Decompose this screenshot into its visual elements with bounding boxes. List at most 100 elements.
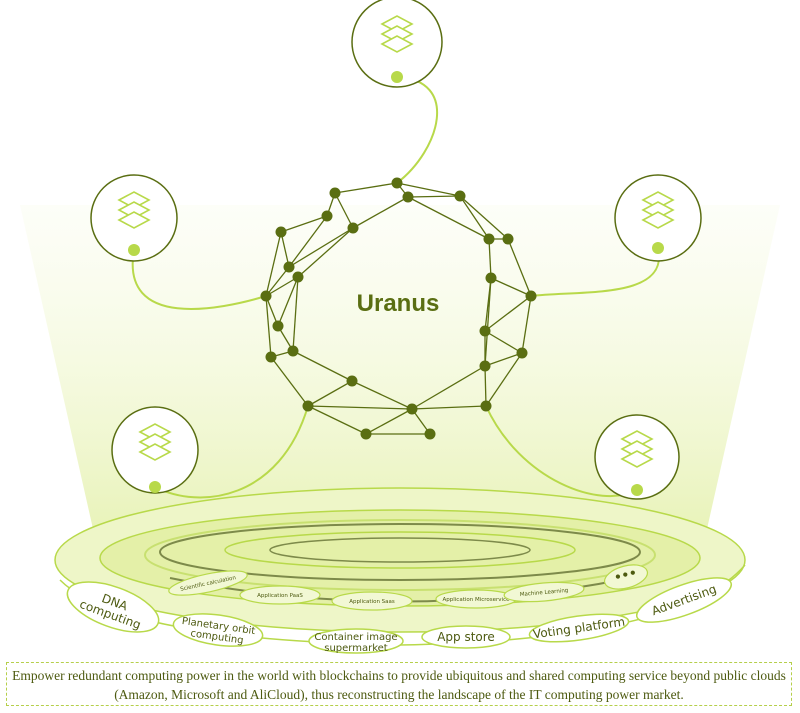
network-link — [407, 195, 461, 198]
inner-label-text: Machine Learning — [520, 588, 569, 598]
network-link — [307, 405, 413, 410]
network-link — [488, 238, 492, 279]
network-link — [307, 405, 367, 435]
inner-ring-label: Application Microservice — [435, 589, 517, 609]
network-node — [260, 290, 272, 302]
network-link — [277, 276, 299, 327]
network-node — [292, 271, 304, 283]
connector-dot — [391, 71, 403, 83]
network-node — [480, 400, 492, 412]
layers-icon — [641, 191, 675, 229]
network-node — [347, 222, 359, 234]
inner-label-text: Application PaaS — [257, 593, 303, 599]
connector-dot — [149, 481, 161, 493]
network-node — [391, 177, 403, 189]
network-link — [270, 356, 309, 407]
network-node — [525, 290, 537, 302]
layers-icon — [117, 191, 151, 229]
network-node — [265, 351, 277, 363]
satellite-node — [90, 174, 178, 262]
network-link — [459, 195, 490, 240]
outer-label-text: App store — [437, 630, 495, 644]
network-link — [365, 408, 413, 435]
network-link — [484, 295, 532, 332]
network-node — [275, 226, 287, 238]
network-node — [346, 375, 358, 387]
network-node — [360, 428, 372, 440]
light-beam — [20, 205, 780, 560]
connector-curve — [530, 247, 661, 297]
satellite-node — [351, 0, 443, 88]
network-link — [265, 266, 290, 297]
inner-ring-label: ••• — [603, 564, 649, 590]
network-link — [507, 238, 532, 297]
network-node — [406, 403, 418, 415]
network-link — [396, 182, 461, 197]
network-link — [411, 365, 486, 410]
network-link — [407, 196, 490, 240]
network-link — [280, 231, 290, 268]
layers-icon — [380, 15, 414, 53]
network-link — [292, 276, 299, 352]
network-link — [334, 182, 398, 194]
network-link — [484, 330, 523, 354]
network-link — [288, 215, 328, 268]
satellite-node — [614, 174, 702, 262]
network-link — [265, 295, 272, 358]
network-link — [297, 227, 354, 278]
outer-ring-label: DNAcomputing — [66, 581, 160, 633]
network-link — [485, 352, 523, 407]
network-nodes — [260, 177, 537, 440]
inner-ring-label: Scientific calculation — [168, 570, 248, 596]
inner-label-text: Application Microservice — [443, 597, 511, 603]
network-node — [402, 191, 414, 203]
connector-dot — [631, 484, 643, 496]
network-node — [424, 428, 436, 440]
satellite-node — [594, 414, 680, 500]
network-link — [490, 277, 532, 297]
network-node — [272, 320, 284, 332]
network-node — [479, 325, 491, 337]
connector-curve — [154, 405, 309, 499]
network-link — [411, 405, 487, 410]
network-link — [280, 215, 328, 233]
network-link — [265, 231, 282, 297]
network-link — [484, 365, 487, 407]
satellite-node — [111, 406, 199, 494]
network-link — [307, 380, 353, 407]
network-node — [485, 272, 497, 284]
network-node — [287, 345, 299, 357]
network-node — [283, 261, 295, 273]
connector-dot — [652, 242, 664, 254]
inner-ring-label: Machine Learning — [503, 581, 585, 603]
network-node — [516, 347, 528, 359]
network-node — [454, 190, 466, 202]
network-node — [321, 210, 333, 222]
connector-dot — [128, 244, 140, 256]
network-link — [288, 227, 354, 268]
connector-curve — [131, 249, 267, 310]
network-node — [483, 233, 495, 245]
network-link — [265, 276, 299, 297]
network-link — [484, 352, 523, 367]
network-link — [334, 192, 354, 229]
network-link — [459, 195, 509, 240]
outer-ring-label: Planetary orbitcomputing — [172, 613, 264, 647]
inner-ring-label: Application Saas — [331, 591, 413, 611]
inner-label-text: ••• — [613, 565, 639, 584]
center-title: Uranus — [357, 290, 440, 317]
connector-curve — [396, 76, 438, 184]
network-link — [352, 196, 409, 229]
inner-label-text: Application Saas — [349, 599, 395, 605]
outer-ring-label: App store — [421, 625, 511, 649]
network-node — [302, 400, 314, 412]
network-node — [329, 187, 341, 199]
layers-icon — [620, 430, 654, 468]
network-link — [521, 295, 532, 354]
network-link — [351, 380, 413, 410]
network-node — [479, 360, 491, 372]
layers-icon — [138, 423, 172, 461]
inner-ring-label: Application PaaS — [239, 585, 321, 605]
